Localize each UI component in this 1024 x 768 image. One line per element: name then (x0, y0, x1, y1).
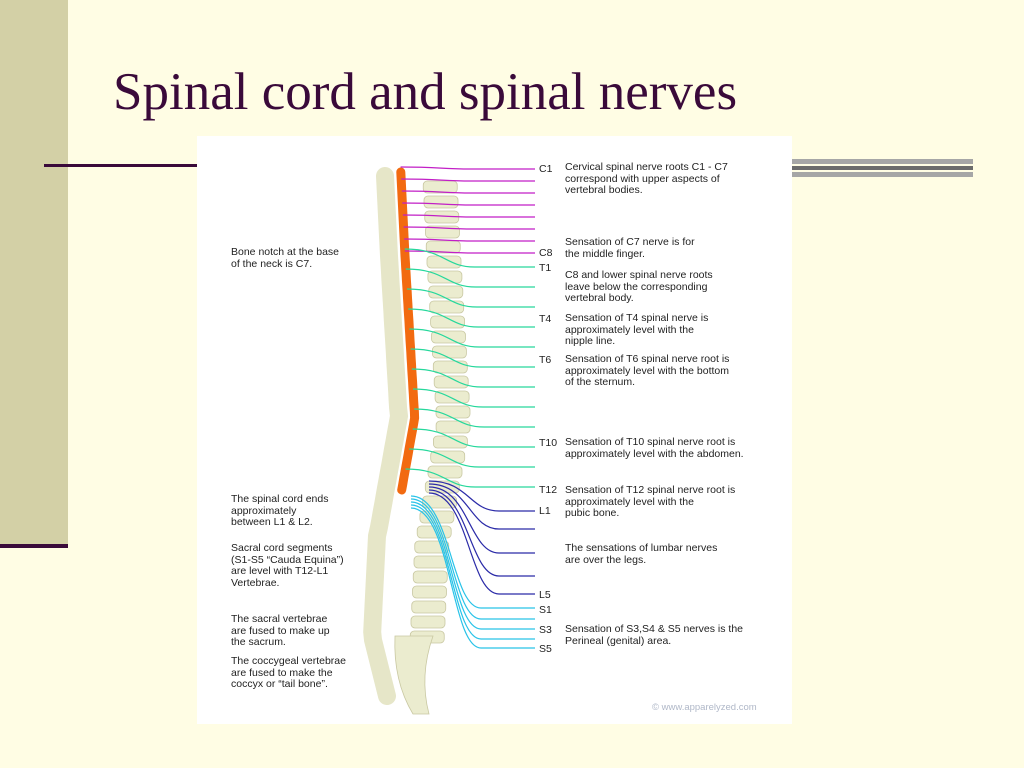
level-label-t4: T4 (539, 313, 552, 325)
level-label-t6: T6 (539, 354, 552, 366)
note-c8-lower-roots: C8 and lower spinal nerve roots leave be… (565, 269, 713, 304)
spine-illustration (363, 166, 535, 715)
left-accent-underline (0, 544, 68, 548)
note-cord-ends: The spinal cord ends approximately betwe… (231, 493, 329, 528)
vertebra-1 (423, 195, 459, 209)
vertebra-28 (411, 600, 447, 614)
vertebra-16 (435, 420, 471, 434)
vertebra-11 (431, 345, 467, 359)
thoracic-nerve-4 (409, 328, 535, 348)
note-coccygeal: The coccygeal vertebrae are fused to mak… (231, 655, 346, 690)
cervical-nerve-3 (402, 202, 535, 206)
vertebra-13 (433, 375, 469, 389)
vertebra-8 (429, 300, 465, 314)
level-label-t12: T12 (539, 484, 558, 496)
note-t10-sensation: Sensation of T10 spinal nerve root is ap… (565, 436, 744, 460)
thoracic-nerve-7 (412, 388, 535, 408)
vertebra-4 (425, 240, 461, 254)
cervical-nerve-7 (404, 250, 535, 254)
note-t6-sensation: Sensation of T6 spinal nerve root is app… (565, 353, 730, 388)
cervical-nerve-0 (400, 166, 535, 170)
thoracic-nerve-8 (414, 408, 535, 428)
vertebra-7 (428, 285, 464, 299)
lumbar-nerve-3 (428, 489, 535, 577)
cervical-nerve-4 (402, 214, 535, 218)
level-label-s5: S5 (539, 643, 552, 655)
image-credit: © www.apparelyzed.com (652, 702, 757, 713)
thoracic-nerve-2 (406, 288, 535, 308)
lumbar-nerve-1 (428, 483, 535, 530)
lumbar-nerve-0 (428, 480, 535, 512)
spinous-process-column (363, 167, 409, 705)
level-label-t1: T1 (539, 262, 552, 274)
title-rule-right (790, 159, 973, 179)
level-label-t10: T10 (539, 437, 558, 449)
left-accent-bar (0, 0, 68, 545)
vertebra-27 (412, 585, 447, 599)
thoracic-nerve-3 (408, 308, 535, 328)
level-label-l1: L1 (539, 505, 551, 517)
note-cervical-roots: Cervical spinal nerve roots C1 - C7 corr… (565, 161, 728, 196)
level-label-l5: L5 (539, 589, 551, 601)
note-c7-sensation: Sensation of C7 nerve is for the middle … (565, 236, 695, 260)
note-sacral-segments: Sacral cord segments (S1-S5 “Cauda Equin… (231, 542, 344, 589)
thoracic-nerve-0 (404, 248, 535, 268)
vertebra-0 (422, 180, 458, 194)
thoracic-nerve-5 (410, 348, 535, 368)
cervical-nerve-1 (401, 178, 535, 182)
note-t12-sensation: Sensation of T12 spinal nerve root is ap… (565, 484, 736, 519)
thoracic-nerve-6 (411, 368, 535, 388)
sacrum-coccyx (394, 635, 434, 715)
sacral-nerve-3 (410, 504, 535, 640)
level-label-c1: C1 (539, 163, 553, 175)
thoracic-nerve-11 (405, 468, 535, 488)
level-label-s3: S3 (539, 624, 552, 636)
vertebra-29 (410, 615, 446, 629)
note-t4-sensation: Sensation of T4 spinal nerve is approxim… (565, 312, 709, 347)
level-label-c8: C8 (539, 247, 553, 259)
thoracic-nerve-1 (405, 268, 535, 288)
cervical-nerve-2 (401, 190, 535, 194)
slide-title: Spinal cord and spinal nerves (113, 63, 738, 121)
vertebra-26 (412, 570, 448, 584)
vertebra-5 (426, 255, 462, 269)
thoracic-nerve-9 (412, 428, 535, 448)
level-label-s1: S1 (539, 604, 552, 616)
vertebra-9 (430, 315, 466, 329)
spine-diagram: Bone notch at the base of the neck is C7… (197, 136, 792, 724)
cervical-nerve-6 (404, 238, 535, 242)
sacral-nerve-0 (410, 495, 535, 609)
cervical-nerve-5 (403, 226, 535, 230)
note-sacral-sensation: Sensation of S3,S4 & S5 nerves is the Pe… (565, 623, 744, 647)
lumbar-nerve-4 (428, 492, 535, 595)
sacral-nerve-4 (410, 507, 535, 649)
note-lumbar-sensation: The sensations of lumbar nerves are over… (565, 542, 718, 566)
title-rule-left (44, 164, 204, 167)
vertebra-17 (432, 435, 468, 449)
sacral-nerve-2 (410, 501, 535, 630)
note-bone-notch: Bone notch at the base of the neck is C7… (231, 246, 339, 270)
spinal-cord (396, 167, 420, 495)
lumbar-nerve-2 (428, 486, 535, 554)
sacral-nerve-1 (410, 498, 535, 620)
thoracic-nerve-10 (409, 448, 535, 468)
vertebra-15 (435, 405, 471, 419)
vertebra-12 (432, 360, 468, 374)
vertebra-19 (427, 465, 463, 479)
note-sacral-fused: The sacral vertebrae are fused to make u… (231, 613, 330, 648)
vertebra-25 (413, 555, 449, 569)
